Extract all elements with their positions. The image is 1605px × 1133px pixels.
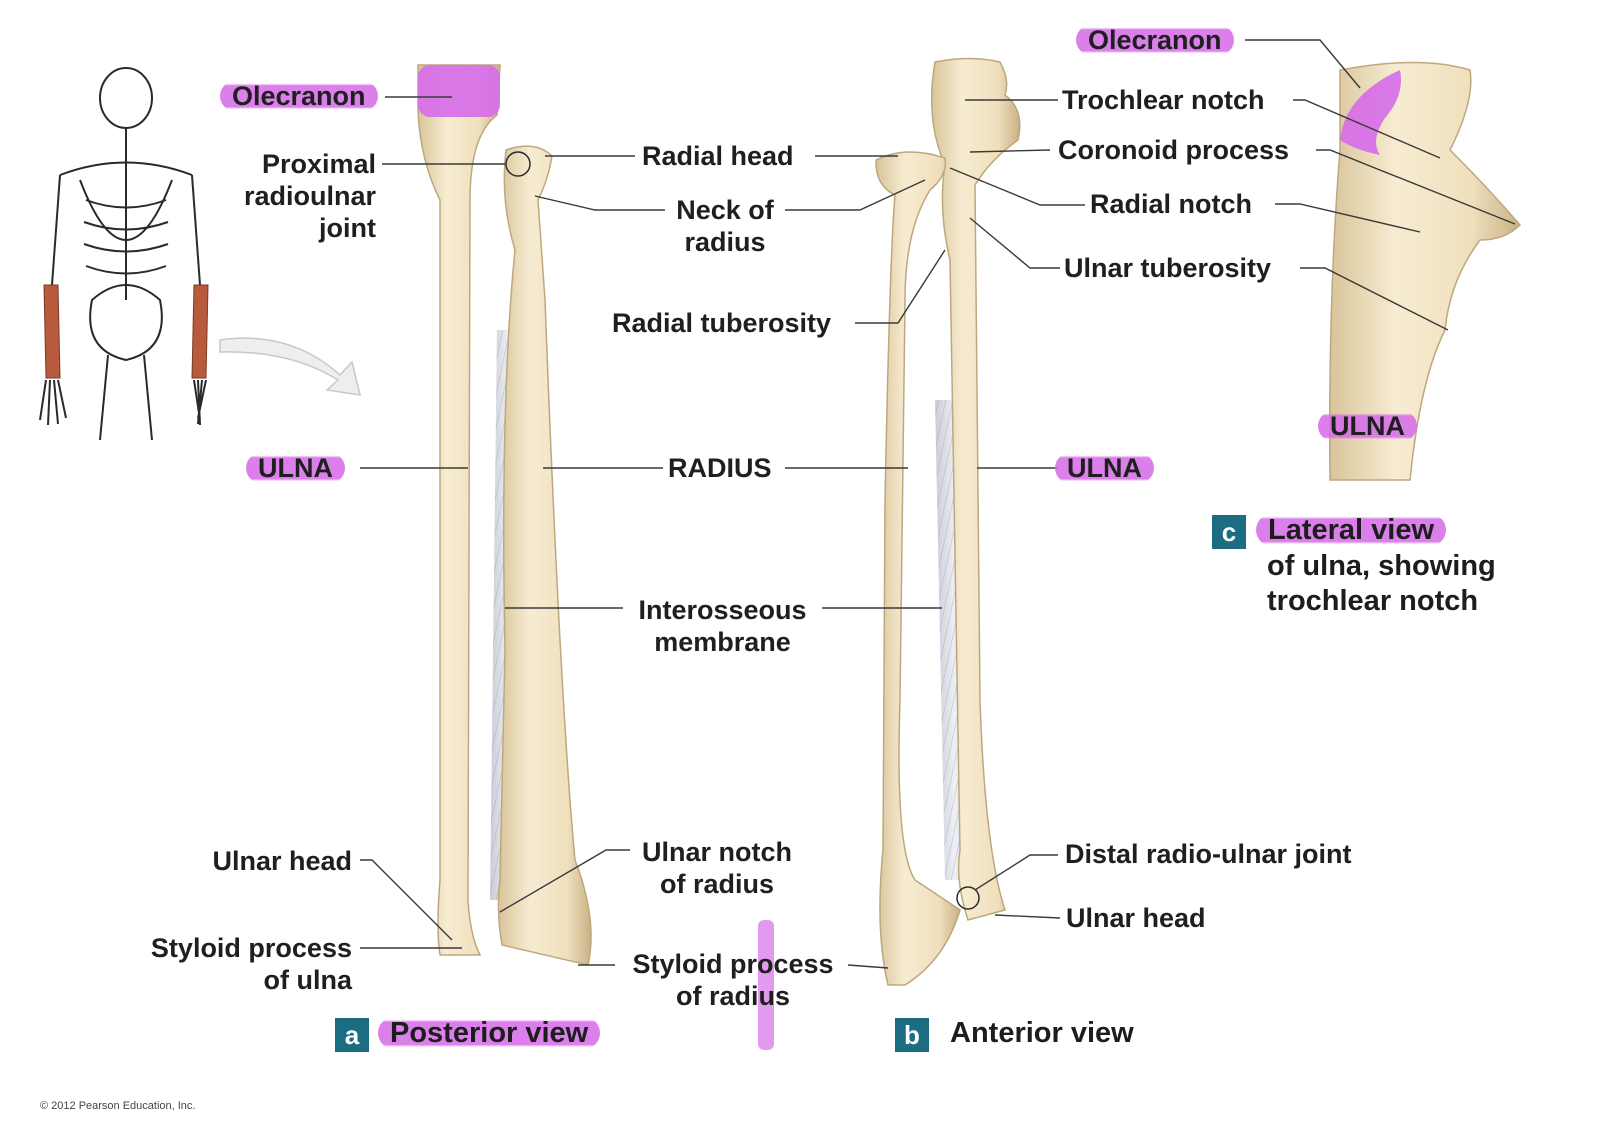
forearm-posterior-icon [418, 65, 591, 965]
view-subtitle-lateral-1: of ulna, showing [1267, 549, 1496, 583]
view-title-anterior: Anterior view [950, 1016, 1134, 1050]
label-ulnar-head-posterior: Ulnar head [190, 845, 352, 877]
skeleton-figure-icon [40, 68, 206, 440]
label-ulnar-tuberosity: Ulnar tuberosity [1064, 252, 1271, 284]
badge-b: b [895, 1018, 929, 1052]
view-subtitle-lateral-2: trochlear notch [1267, 584, 1478, 618]
label-radial-tuberosity: Radial tuberosity [612, 307, 831, 339]
label-olecranon-posterior: Olecranon [220, 80, 378, 112]
label-ulnar-head-anterior: Ulnar head [1066, 902, 1206, 934]
label-trochlear-notch: Trochlear notch [1062, 84, 1265, 116]
label-coronoid-process: Coronoid process [1058, 134, 1289, 166]
view-title-posterior: Posterior view [378, 1016, 600, 1050]
view-title-lateral: Lateral view [1256, 513, 1446, 547]
right-forearm-muscle [192, 285, 208, 378]
label-distal-radioulnar-joint: Distal radio-ulnar joint [1065, 838, 1352, 870]
label-radius: RADIUS [668, 452, 772, 484]
left-forearm-muscle [44, 285, 60, 378]
label-ulna-anterior: ULNA [1055, 452, 1154, 484]
badge-c: c [1212, 515, 1246, 549]
badge-a: a [335, 1018, 369, 1052]
label-ulna-posterior: ULNA [246, 452, 345, 484]
label-olecranon-lateral: Olecranon [1076, 24, 1234, 56]
curved-arrow-icon [220, 338, 360, 395]
label-radial-notch: Radial notch [1090, 188, 1252, 220]
label-ulna-lateral: ULNA [1318, 410, 1417, 442]
copyright-notice: © 2012 Pearson Education, Inc. [40, 1100, 195, 1112]
label-radial-head-center: Radial head [642, 140, 794, 172]
forearm-anterior-icon [876, 59, 1020, 986]
